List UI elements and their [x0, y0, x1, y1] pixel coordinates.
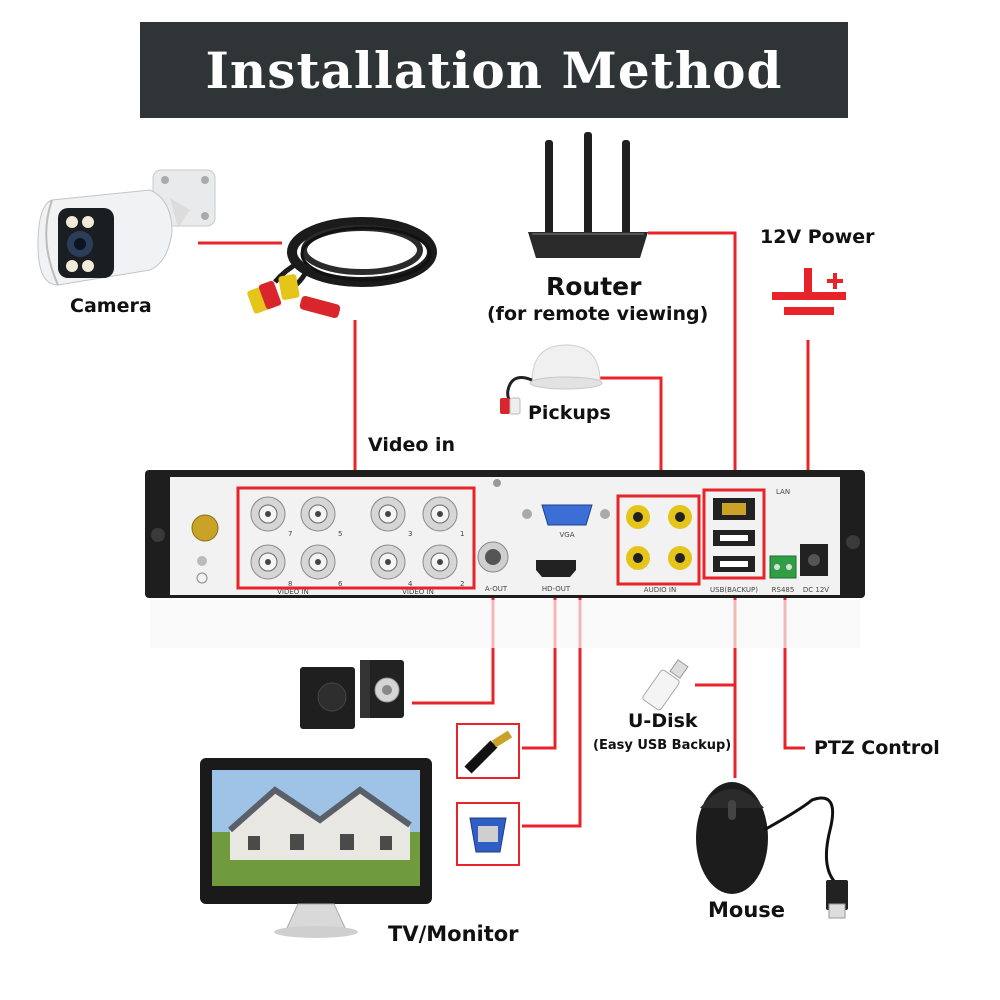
power-label: 12V Power	[760, 226, 875, 248]
title-banner: Installation Method	[140, 22, 848, 118]
bnc-port-number: 4	[408, 580, 413, 588]
udisk-sublabel: (Easy USB Backup)	[593, 738, 732, 753]
speakers-icon	[300, 660, 404, 729]
dc-port-label: DC 12V	[803, 586, 829, 594]
pickup-microphone-icon	[500, 344, 603, 415]
video-in-highlight	[236, 486, 476, 590]
video-in-label-b: VIDEO IN	[402, 588, 434, 596]
bnc-port-number: 2	[460, 580, 464, 588]
bnc-port-pin	[265, 511, 271, 517]
audio-in-ports	[626, 505, 692, 570]
mouse-icon	[696, 782, 848, 919]
hdmi-cable-icon	[456, 723, 520, 779]
router-sublabel: (for remote viewing)	[487, 303, 709, 325]
monitor-icon	[200, 758, 432, 938]
wire-pickups-audio	[598, 376, 663, 495]
bnc-port-number: 5	[338, 530, 342, 538]
aout-port-label: A-OUT	[485, 585, 508, 593]
pickups-label: Pickups	[528, 402, 611, 424]
power-symbol-icon	[772, 268, 846, 315]
video-in-ports: 7 5 3 1 8 6 4 2	[250, 496, 464, 588]
vga-cable-icon	[456, 802, 520, 866]
ptz-label: PTZ Control	[814, 737, 940, 759]
video-in-label-a: VIDEO IN	[277, 588, 309, 596]
bnc-port-pin	[265, 559, 271, 565]
video-cable-icon	[247, 217, 437, 319]
hdout-port-label: HD-OUT	[542, 585, 571, 593]
bnc-port-pin	[385, 511, 391, 517]
router-icon	[528, 132, 648, 258]
router-label: Router	[546, 272, 642, 301]
lan-usb-highlight	[702, 488, 766, 580]
camera-icon	[37, 169, 216, 286]
bnc-port-number: 8	[288, 580, 292, 588]
audio-in-label: AUDIO IN	[644, 586, 676, 594]
camera-label: Camera	[70, 295, 152, 317]
vga-port-label: VGA	[559, 531, 574, 539]
usb-drive-icon	[642, 659, 689, 711]
bnc-port-number: 7	[288, 530, 292, 538]
audio-in-highlight	[616, 494, 701, 586]
rs485-port-label: RS485	[772, 586, 795, 594]
bnc-port-number: 6	[338, 580, 343, 588]
port-highlight-boxes	[236, 486, 766, 590]
wire-router-lan	[648, 231, 737, 490]
mouse-label: Mouse	[708, 898, 786, 922]
udisk-label: U-Disk	[628, 710, 698, 732]
usb-port-label: USB(BACKUP)	[710, 586, 758, 594]
monitor-label: TV/Monitor	[388, 922, 519, 946]
bnc-port-number: 3	[408, 530, 412, 538]
bnc-port-pin	[315, 511, 321, 517]
bnc-port-pin	[437, 559, 443, 565]
page-title: Installation Method	[205, 40, 783, 100]
bnc-port-pin	[315, 559, 321, 565]
video-in-label: Video in	[368, 434, 456, 456]
bnc-port-pin	[385, 559, 391, 565]
lan-port-label: LAN	[776, 488, 790, 496]
bnc-port-number: 1	[460, 530, 464, 538]
bnc-port-pin	[437, 511, 443, 517]
